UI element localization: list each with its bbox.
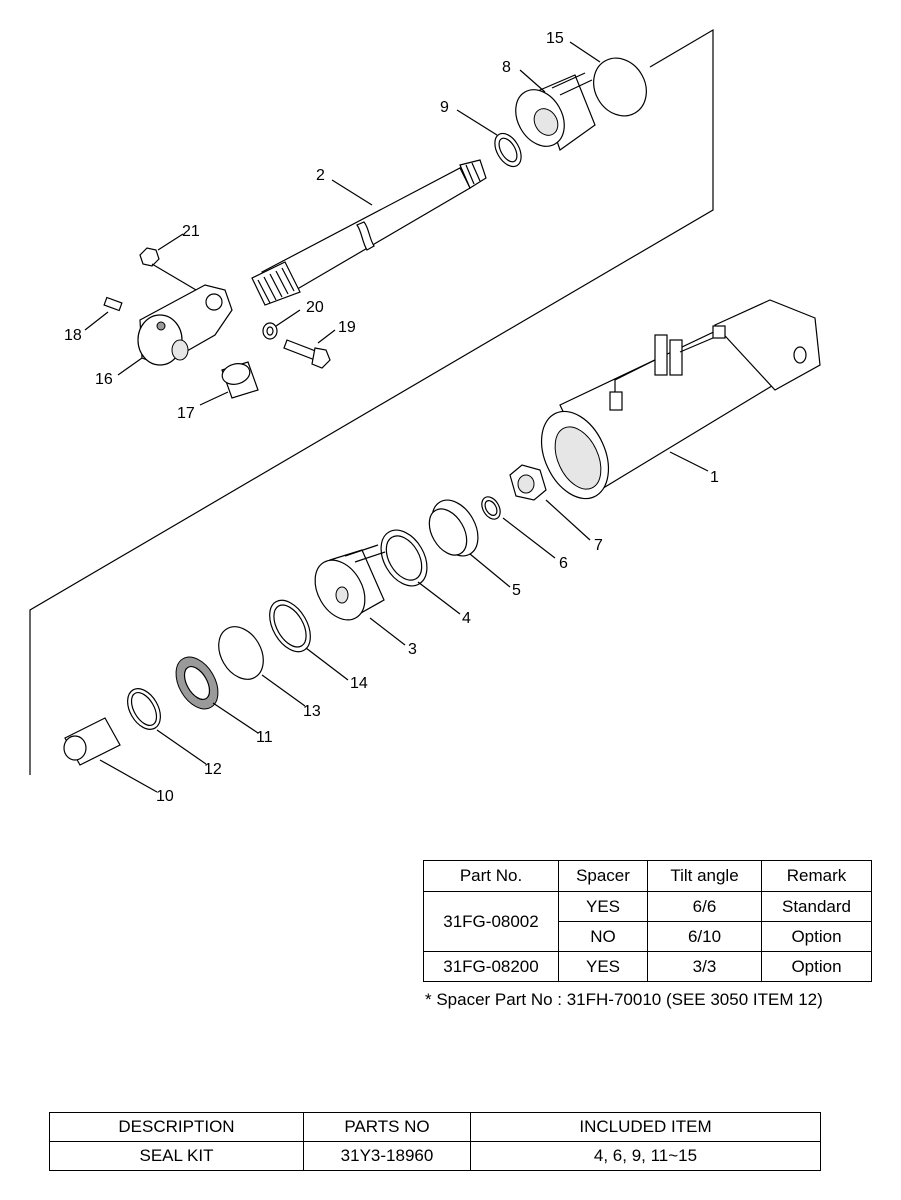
callout-16: 16 [95,371,113,388]
part-19-bolt [283,339,331,369]
header-part-no: Part No. [423,860,559,892]
callout-14: 14 [350,675,368,692]
explode-frame [29,28,714,775]
part-10-bushing [63,717,121,766]
header-description: DESCRIPTION [49,1112,304,1142]
header-tilt-angle: Tilt angle [647,860,762,892]
cell-part-no: 31FG-08200 [423,951,559,982]
part-8-rod-guide [515,72,596,151]
cell-description: SEAL KIT [49,1141,304,1171]
table-row: SEAL KIT 31Y3-18960 4, 6, 9, 11~15 [49,1141,821,1171]
callout-5: 5 [512,582,521,599]
part-3-piston [314,544,386,621]
callout-9: 9 [440,99,449,116]
table-row: 31FG-08002 YES 6/6 Standard [423,891,872,952]
callout-4: 4 [462,610,471,627]
callout-8: 8 [502,59,511,76]
callout-7: 7 [594,537,603,554]
header-spacer: Spacer [558,860,648,892]
callout-labels: 15 8 9 2 21 20 19 18 16 17 1 7 6 5 4 3 1… [64,30,719,805]
part-18-grease-nipple [103,296,123,312]
part-4-seal-ring [380,529,428,587]
callout-12: 12 [204,761,222,778]
exploded-parts-diagram: 15 8 9 2 21 20 19 18 16 17 1 7 6 5 4 3 1… [29,28,821,805]
part-17-bushing [221,361,259,399]
table-row: 31FG-08200 YES 3/3 Option [423,951,872,982]
cell-spacer: NO [558,921,648,952]
spacer-table-header: Part No. Spacer Tilt angle Remark [423,860,872,892]
callout-21: 21 [182,223,200,240]
callout-1: 1 [710,469,719,486]
callout-3: 3 [408,641,417,658]
cell-tilt-angle: 3/3 [647,951,762,982]
cell-spacer: YES [558,951,648,982]
part-20-washer [262,322,278,340]
part-1-cylinder-body [540,299,821,500]
cell-spacer: YES [558,891,648,922]
part-11-wiper [175,656,219,710]
part-2-piston-rod [251,159,487,306]
part-16-rod-eye [137,284,233,366]
callout-13: 13 [303,703,321,720]
leader-lines [84,41,709,793]
callout-20: 20 [306,299,324,316]
part-9-ring [494,132,522,168]
part-7-nut [509,464,547,501]
callout-17: 17 [177,405,195,422]
cell-included-item: 4, 6, 9, 11~15 [470,1141,821,1171]
table-row: NO 6/10 Option [424,921,872,952]
callout-6: 6 [559,555,568,572]
cell-remark: Standard [761,891,872,922]
header-included-item: INCLUDED ITEM [470,1112,821,1142]
cell-part-no: 31FG-08002 [423,891,559,952]
cell-remark: Option [761,921,872,952]
callout-19: 19 [338,319,356,336]
part-6-oring [481,496,501,520]
spacer-table: Part No. Spacer Tilt angle Remark 31FG-0… [423,860,872,982]
cell-remark: Option [761,951,872,982]
callout-18: 18 [64,327,82,344]
part-5-wear-ring [428,499,479,557]
cell-parts-no: 31Y3-18960 [303,1141,471,1171]
header-parts-no: PARTS NO [303,1112,471,1142]
header-remark: Remark [761,860,872,892]
part-14-snap-ring [269,599,311,653]
callout-11: 11 [256,729,273,746]
part-15-cap [593,57,647,117]
part-12-snap-ring [127,688,161,730]
callout-2: 2 [316,167,325,184]
callout-15: 15 [546,30,564,47]
cell-tilt-angle: 6/10 [647,921,762,952]
seal-kit-table: DESCRIPTION PARTS NO INCLUDED ITEM SEAL … [49,1112,821,1171]
spacer-note: * Spacer Part No : 31FH-70010 (SEE 3050 … [425,990,823,1009]
callout-10: 10 [156,788,174,805]
part-13-disc [218,626,264,680]
kit-table-header: DESCRIPTION PARTS NO INCLUDED ITEM [49,1112,821,1142]
cell-tilt-angle: 6/6 [647,891,762,922]
